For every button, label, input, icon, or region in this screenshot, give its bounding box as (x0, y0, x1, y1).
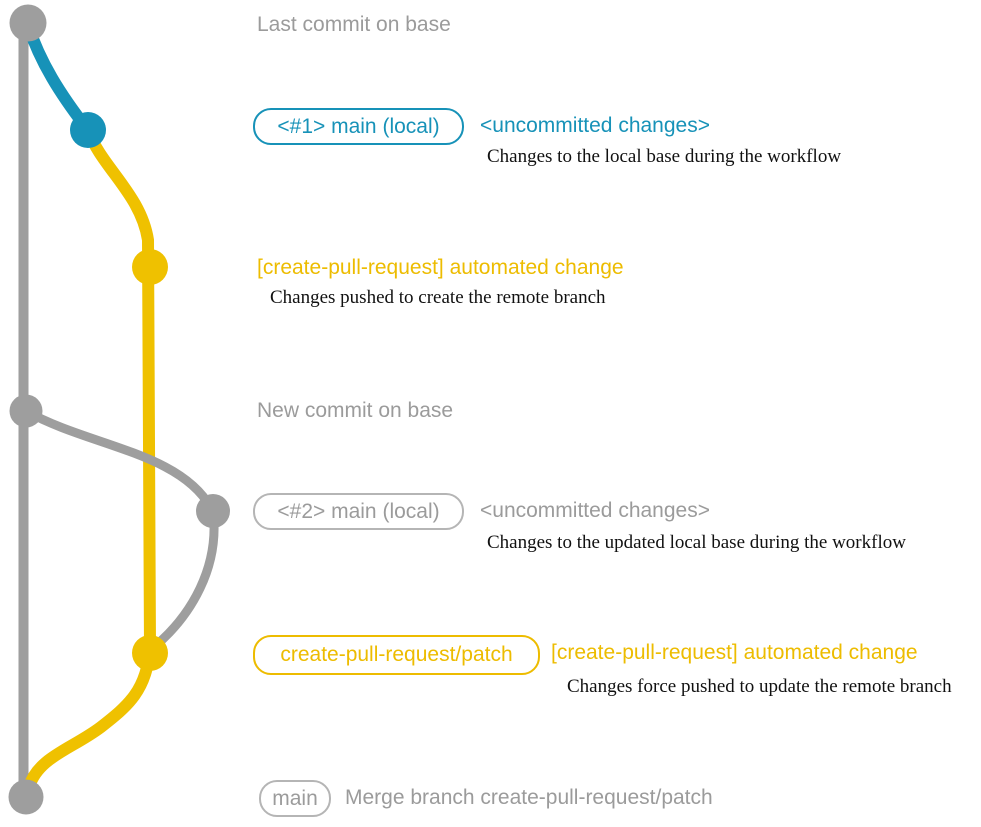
badge-main: main (259, 780, 331, 817)
commit-node-automated-change-2 (132, 635, 168, 671)
badge-main-local-2: <#2> main (local) (253, 493, 464, 530)
label-new-commit-on-base: New commit on base (257, 399, 454, 422)
branch-path-create-pull-request (23, 124, 157, 793)
badge-main-local-1: <#1> main (local) (253, 108, 464, 145)
commit-node-new-commit-on-base (9, 394, 43, 428)
label-uncommitted-changes-2: <uncommitted changes> (480, 499, 710, 522)
commit-node-last-commit-on-base (9, 4, 47, 42)
label-merge-branch: Merge branch create-pull-request/patch (345, 786, 713, 809)
badge-create-pull-request-patch: create-pull-request/patch (253, 635, 540, 675)
commit-node-uncommitted-2 (196, 494, 230, 528)
label-automated-change-1: [create-pull-request] automated change (257, 256, 624, 279)
label-automated-change-2: [create-pull-request] automated change (551, 641, 918, 664)
branch-path-rebase-in (149, 506, 219, 652)
caption-automated-change-2: Changes force pushed to update the remot… (567, 676, 952, 697)
commit-node-automated-change-1 (132, 249, 168, 285)
branch-path-local-changes (22, 19, 94, 136)
caption-uncommitted-changes-2: Changes to the updated local base during… (487, 532, 906, 553)
label-last-commit-on-base: Last commit on base (257, 13, 451, 36)
caption-automated-change-1: Changes pushed to create the remote bran… (270, 287, 606, 308)
commit-node-uncommitted-1 (70, 112, 106, 148)
label-uncommitted-changes-1: <uncommitted changes> (480, 114, 710, 137)
commit-node-merge-commit (8, 779, 44, 815)
caption-uncommitted-changes-1: Changes to the local base during the wor… (487, 146, 842, 167)
branch-path-rebase-out (21, 406, 216, 513)
